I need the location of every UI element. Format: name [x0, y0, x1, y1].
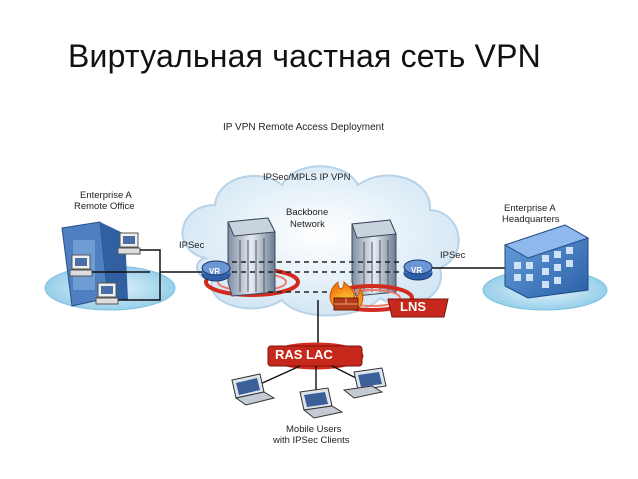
- remote-office-lan: [92, 249, 200, 301]
- backbone-label-line2: Network: [290, 219, 325, 230]
- mobile-links: [257, 365, 361, 392]
- remote-office-pc-2: [69, 254, 93, 277]
- vr-label-left: VR: [209, 267, 221, 276]
- headquarters-label-line1: Enterprise A: [504, 203, 556, 214]
- lns-marker: [387, 298, 449, 318]
- ipsec-right-label: IPSec: [440, 250, 466, 261]
- laptop-icon-left: [231, 373, 276, 406]
- cloud-label: IPSec/MPLS IP VPN: [263, 172, 351, 183]
- slide-title: Виртуальная частная сеть VPN: [68, 38, 541, 74]
- backbone-label-line1: Backbone: [286, 207, 329, 218]
- mobile-users-label-line2: with IPSec Clients: [273, 435, 350, 446]
- remote-office-label-line2: Remote Office: [74, 201, 135, 212]
- right-backbone-router-tower: [351, 219, 397, 297]
- mobile-users-label-line1: Mobile Users: [286, 424, 342, 435]
- laptop-icon-center: [299, 387, 344, 419]
- vr-label-right: VR: [411, 266, 423, 275]
- headquarters-site: [482, 224, 608, 311]
- diagram-heading: IP VPN Remote Access Deployment: [223, 122, 384, 133]
- remote-office-site: [44, 221, 176, 311]
- ipsec-left-label: IPSec: [179, 240, 205, 251]
- left-vr-router-icon: [201, 260, 231, 282]
- right-vr-router-icon: [403, 259, 433, 281]
- remote-office-pc-1: [117, 232, 141, 255]
- ras-lac-label: RAS LAC: [275, 347, 333, 362]
- laptop-icon-right: [342, 367, 387, 399]
- left-backbone-router-tower: [227, 217, 276, 297]
- firewall-icon: [329, 280, 364, 311]
- headquarters-label-line2: Headquarters: [502, 214, 560, 225]
- remote-office-pc-3: [95, 282, 119, 305]
- lns-label: LNS: [400, 299, 426, 314]
- remote-office-label-line1: Enterprise A: [80, 190, 132, 201]
